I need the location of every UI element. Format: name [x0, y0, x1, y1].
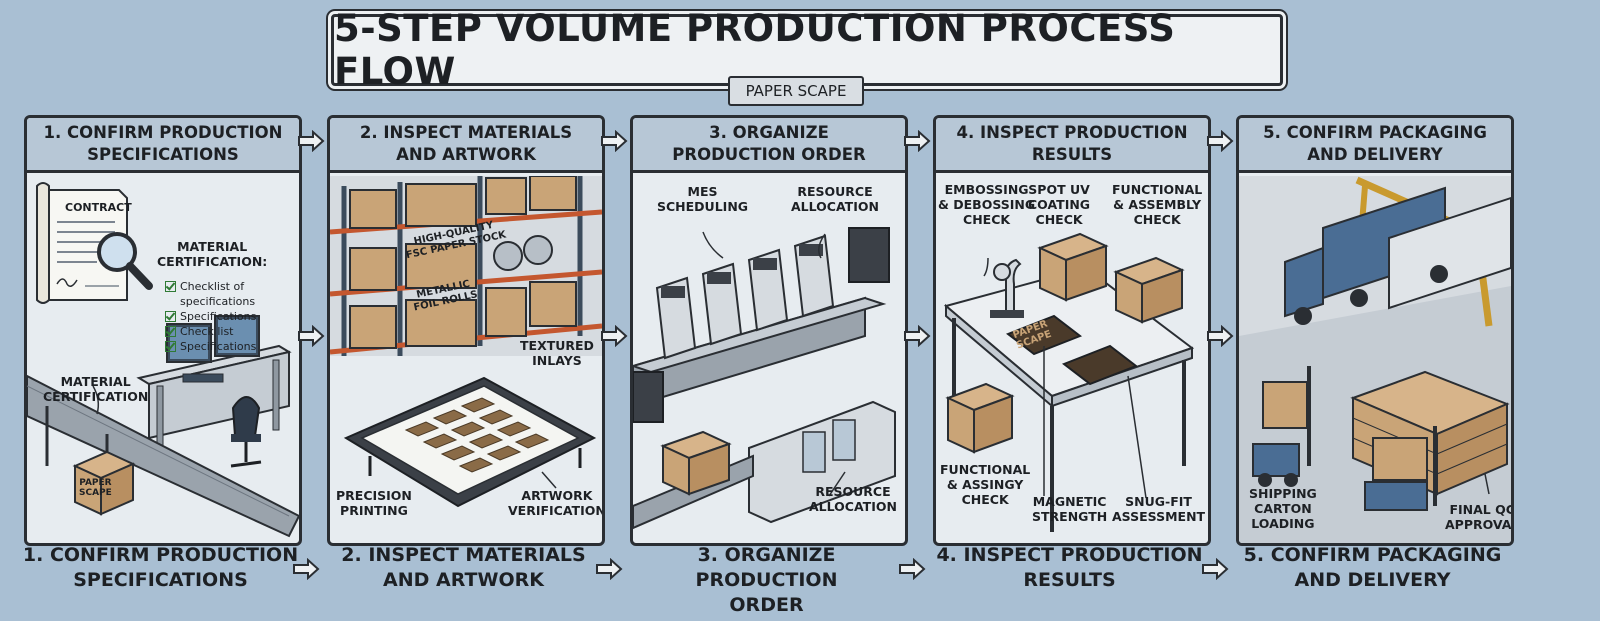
magnetic-strength-label: MAGNETIC STRENGTH — [1032, 494, 1108, 524]
precision-printing-label: PRECISION PRINTING — [336, 488, 412, 518]
printing-press-icon — [633, 227, 890, 423]
step-panel-1: 1. CONFIRM PRODUCTION SPECIFICATIONS — [24, 115, 302, 546]
arrow-right-icon — [601, 130, 628, 152]
step-1-illustration — [27, 182, 299, 538]
step-2-bottom-label: 2. INSPECT MATERIALS AND ARTWORK — [341, 544, 586, 591]
textured-inlays-label: TEXTURED INLAYS — [520, 338, 594, 368]
arrow-right-icon — [1207, 325, 1234, 347]
functional-assembly-check-label: FUNCTIONAL & ASSEMBLY CHECK — [1112, 182, 1203, 227]
cardboard-box-icon — [72, 450, 136, 516]
checklist-item: Specifications — [165, 339, 299, 354]
arrow-right-icon — [899, 558, 926, 580]
checklist-item: Check list — [165, 324, 299, 339]
arrow-right-icon — [1207, 130, 1234, 152]
arrow-right-icon — [298, 325, 325, 347]
rigid-box-sample-icon — [1005, 314, 1139, 386]
brand-tag: PAPER SCAPE — [728, 76, 864, 106]
arrow-right-icon — [596, 558, 623, 580]
cardboard-box-icon — [945, 232, 1185, 454]
step-4-illustration — [943, 232, 1195, 532]
title-box: 5-STEP VOLUME PRODUCTION PROCESS FLOW — [331, 7, 1283, 93]
shipping-loading-label: SHIPPING CARTON LOADING — [1249, 486, 1317, 531]
checklist-item: Checklist of specifications — [165, 279, 299, 309]
step-3-illustration — [633, 227, 896, 530]
spec-checklist: Checklist of specifications Specificatio… — [165, 279, 299, 354]
material-cert-label: MATERIAL CERTIFICATION — [43, 374, 149, 404]
office-chair-icon — [230, 396, 262, 468]
check-icon — [165, 341, 176, 352]
mes-scheduling-label: MES SCHEDULING — [657, 184, 749, 214]
arrow-right-icon — [1202, 558, 1229, 580]
check-icon — [165, 281, 176, 292]
arrow-right-icon — [904, 130, 931, 152]
arrow-right-icon — [293, 558, 320, 580]
functional-assingy-check-label: FUNCTIONAL & ASSINGY CHECK — [940, 462, 1031, 507]
step-1-header: 1. CONFIRM PRODUCTION SPECIFICATIONS — [27, 118, 299, 173]
resource-allocation-bottom-label: RESOURCE ALLOCATION — [809, 484, 897, 514]
check-icon — [165, 326, 176, 337]
step-4-header: 4. INSPECT PRODUCTION RESULTS — [936, 118, 1208, 173]
spot-uv-check-label: SPOT UV COATING CHECK — [1028, 182, 1091, 227]
finishing-machine-icon — [748, 400, 896, 524]
contract-label: CONTRACT — [65, 201, 132, 214]
resource-allocation-top-label: RESOURCE ALLOCATION — [791, 184, 879, 214]
step-panel-5: 5. CONFIRM PACKAGING AND DELIVERY — [1236, 115, 1514, 546]
step-panel-2: 2. INSPECT MATERIALS AND ARTWORK — [327, 115, 605, 546]
step-2-header: 2. INSPECT MATERIALS AND ARTWORK — [330, 118, 602, 173]
step-2-illustration — [330, 176, 602, 508]
arrow-right-icon — [904, 325, 931, 347]
microscope-icon — [990, 258, 1024, 318]
light-table-icon — [343, 376, 597, 508]
snug-fit-label: SNUG-FIT ASSESSMENT — [1112, 494, 1206, 524]
forklift-icon — [1252, 366, 1437, 511]
step-4-bottom-label: 4. INSPECT PRODUCTION RESULTS — [936, 544, 1203, 591]
truck-icon — [1284, 186, 1511, 325]
step-1-bottom-label: 1. CONFIRM PRODUCTION SPECIFICATIONS — [22, 544, 299, 591]
arrow-right-icon — [298, 130, 325, 152]
pallet-rack-icon — [330, 176, 602, 356]
box-print: PAPER SCAPE — [79, 478, 112, 498]
final-qc-label: FINAL QC APPROVAL — [1445, 502, 1514, 532]
checklist-item: Specifications — [165, 309, 299, 324]
step-5-header: 5. CONFIRM PACKAGING AND DELIVERY — [1239, 118, 1511, 173]
cardboard-box-icon — [660, 430, 732, 496]
computer-workstation-icon — [136, 315, 292, 467]
arrow-right-icon — [601, 325, 628, 347]
page-title: 5-STEP VOLUME PRODUCTION PROCESS FLOW — [334, 7, 1176, 93]
artwork-verification-label: ARTWORK VERIFICATION — [508, 488, 605, 518]
step-panel-3: 3. ORGANIZE PRODUCTION ORDER — [630, 115, 908, 546]
step-5-bottom-label: 5. CONFIRM PACKAGING AND DELIVERY — [1243, 544, 1502, 591]
step-3-header: 3. ORGANIZE PRODUCTION ORDER — [633, 118, 905, 173]
step-3-bottom-label: 3. ORGANIZE PRODUCTION ORDER — [695, 544, 838, 616]
magnifier-icon — [97, 232, 153, 290]
step-panel-4: 4. INSPECT PRODUCTION RESULTS — [933, 115, 1211, 546]
check-icon — [165, 311, 176, 322]
step-5-illustration — [1239, 176, 1511, 543]
embossing-check-label: EMBOSSING & DEBOSSING CHECK — [938, 182, 1036, 227]
material-cert-heading: MATERIAL CERTIFICATION: — [157, 239, 268, 269]
